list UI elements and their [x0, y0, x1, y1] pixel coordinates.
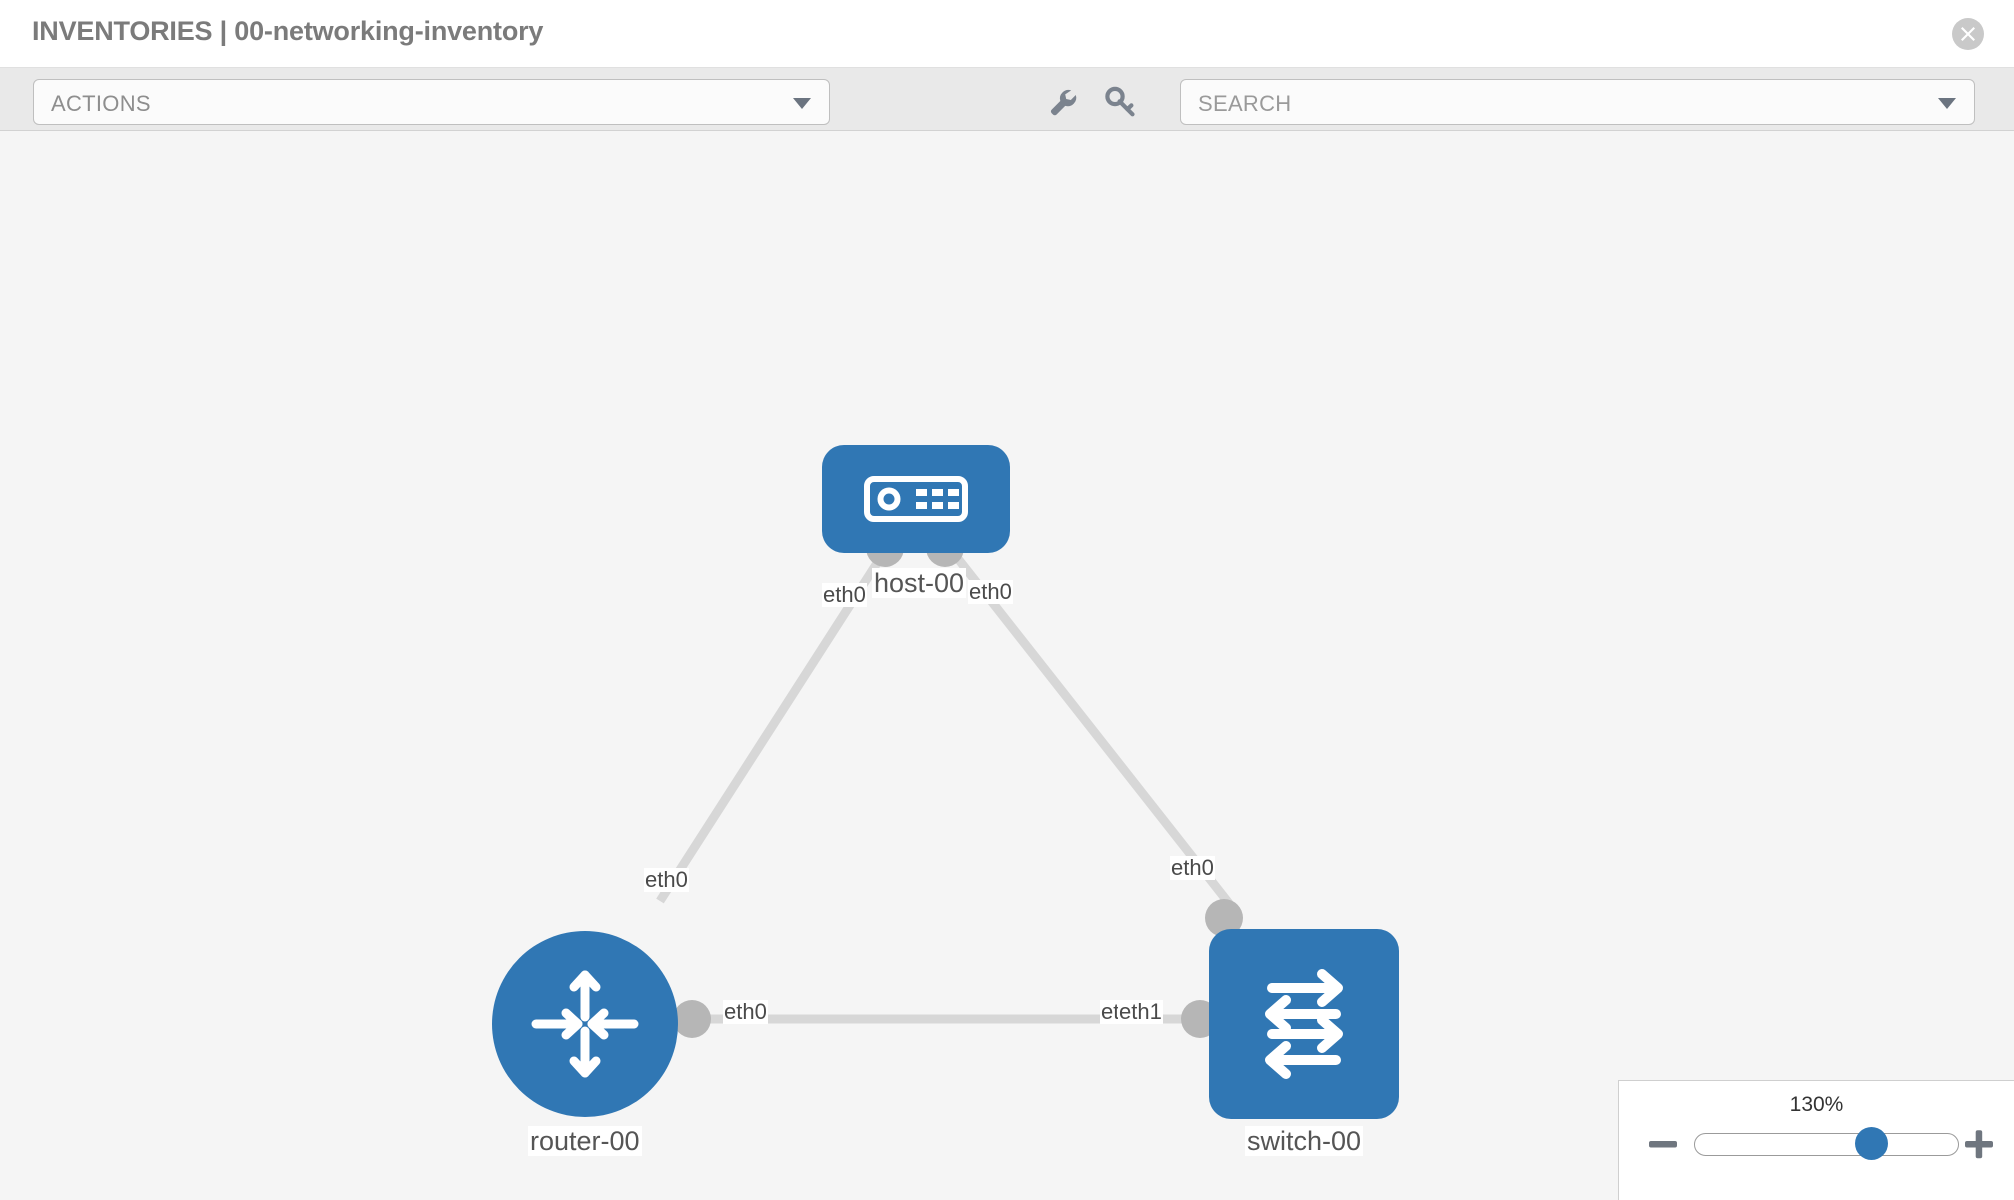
edge-label-switch-left-b: eth1	[1118, 999, 1163, 1025]
search-input[interactable]: SEARCH	[1180, 79, 1975, 125]
node-router-00-label: router-00	[528, 1126, 642, 1157]
wrench-button[interactable]	[1042, 82, 1082, 122]
edge-label-host-left: eth0	[822, 582, 867, 608]
switch-arrows-icon	[1265, 969, 1343, 1079]
wrench-icon	[1050, 89, 1077, 116]
node-router-00[interactable]	[492, 931, 678, 1117]
zoom-out-button[interactable]	[1646, 1127, 1680, 1161]
search-placeholder: SEARCH	[1198, 91, 1292, 116]
edge-label-host-right: eth0	[968, 579, 1013, 605]
zoom-level-value: 130%	[1789, 1093, 1844, 1116]
zoom-control-panel: 130%	[1618, 1080, 2014, 1200]
server-device-icon	[864, 476, 968, 522]
router-arrows-icon	[531, 970, 639, 1078]
node-switch-00[interactable]	[1209, 929, 1399, 1119]
chevron-down-icon	[1938, 98, 1956, 109]
close-button[interactable]	[1952, 18, 1984, 50]
edge-label-router-right: eth0	[723, 999, 768, 1025]
chevron-down-icon	[793, 98, 811, 109]
topology-canvas[interactable]: host-00 router	[0, 131, 2014, 1200]
actions-dropdown[interactable]: ACTIONS	[33, 79, 830, 125]
node-host-00[interactable]	[822, 445, 1010, 575]
edge-label-router-up: eth0	[644, 867, 689, 893]
page-header: INVENTORIES | 00-networking-inventory	[0, 0, 2014, 68]
node-switch-00-label: switch-00	[1245, 1126, 1364, 1157]
zoom-in-button[interactable]	[1962, 1127, 1996, 1161]
edge-label-switch-up: eth0	[1170, 855, 1215, 881]
zoom-slider[interactable]	[1694, 1127, 1959, 1160]
minus-icon	[1649, 1141, 1677, 1148]
topology-links	[656, 543, 1239, 1024]
node-host-00-label: host-00	[872, 568, 967, 599]
page-title: INVENTORIES | 00-networking-inventory	[32, 16, 544, 46]
handle-router-right[interactable]	[673, 1000, 711, 1038]
key-button[interactable]	[1100, 82, 1140, 122]
plus-icon	[1965, 1130, 1993, 1159]
node-host-00-shape[interactable]	[822, 445, 1010, 553]
node-router-00-shape[interactable]	[492, 931, 678, 1117]
key-icon	[1105, 86, 1135, 117]
actions-dropdown-label: ACTIONS	[51, 91, 151, 116]
link-host-switch[interactable]	[944, 543, 1239, 914]
toolbar: ACTIONS SEARCH	[0, 68, 2014, 131]
close-icon	[1961, 27, 1975, 41]
node-switch-00-shape[interactable]	[1209, 929, 1399, 1119]
zoom-slider-thumb[interactable]	[1855, 1127, 1889, 1160]
